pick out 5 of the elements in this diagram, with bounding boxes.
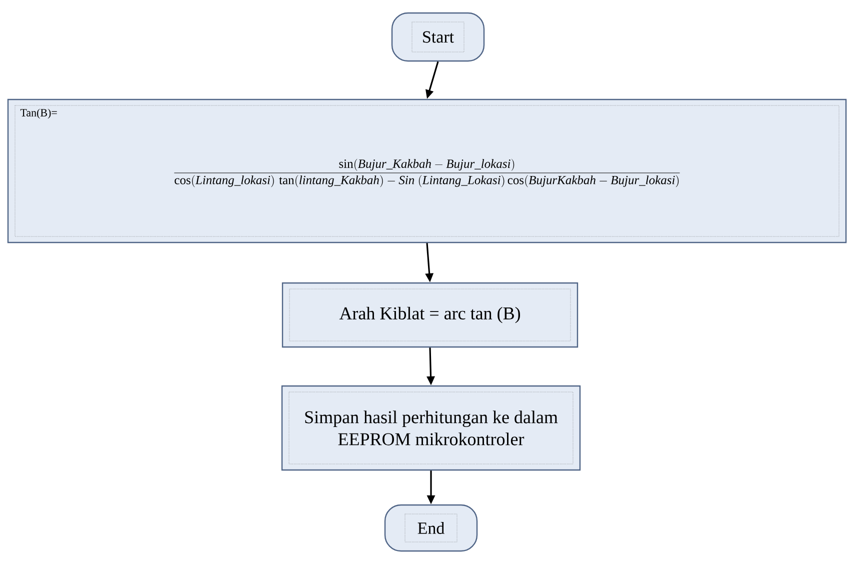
terminal-box: End: [384, 504, 478, 552]
process-box: Arah Kiblat = arc tan (B): [282, 282, 578, 348]
formula-heading: Tan(B)=: [20, 108, 57, 119]
process-box: Simpan hasil perhitungan ke dalam EEPROM mikrokontroler: [281, 385, 581, 471]
terminal-box: Start: [391, 12, 485, 62]
